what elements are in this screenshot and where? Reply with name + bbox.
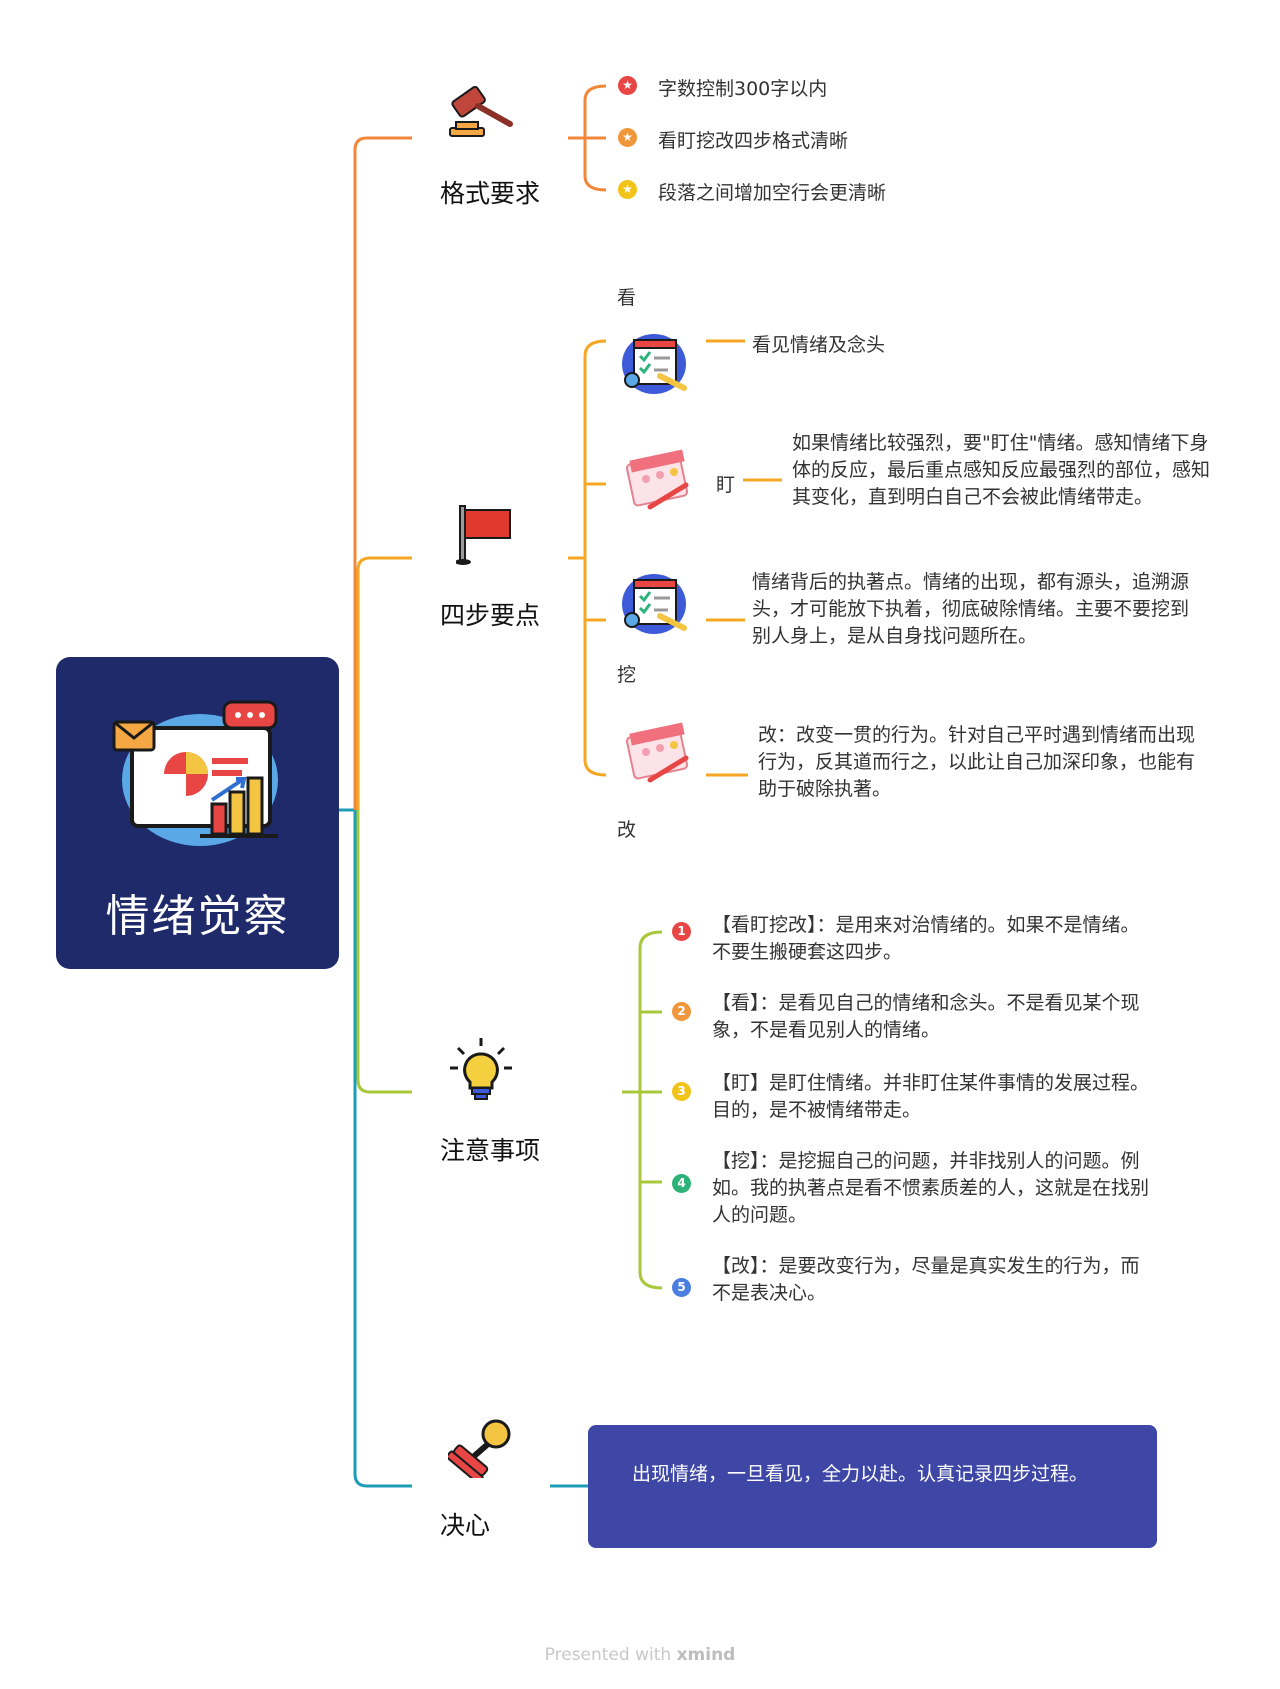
calendar-icon [625, 722, 689, 783]
checklist-icon [622, 574, 687, 634]
number-3-icon: 3 [672, 1082, 691, 1101]
step-label-gai: 改 [617, 819, 637, 841]
xmind-logo: xmind [676, 1645, 736, 1665]
red-flag-icon [456, 505, 511, 565]
number-5-icon: 5 [672, 1278, 691, 1297]
format-item-2[interactable]: 看盯挖改四步格式清晰 [658, 130, 849, 152]
stamp-icon [448, 1419, 511, 1478]
star-badge-yellow-icon: ★ [618, 180, 637, 199]
branch-label-format[interactable]: 格式要求 [440, 179, 541, 208]
step-text-gai[interactable]: 改：改变一贯的行为。针对自己平时遇到情绪而出现行为，反其道而行之，以此让自己加深… [758, 724, 1196, 800]
branch-label-steps[interactable]: 四步要点 [440, 601, 541, 630]
footer-prefix: Presented with [544, 1645, 677, 1665]
step-label-ding: 盯 [716, 474, 736, 496]
lightbulb-icon [450, 1038, 512, 1100]
calendar-icon [625, 449, 689, 510]
resolve-callout[interactable] [588, 1425, 1157, 1548]
checklist-icon [622, 334, 687, 394]
branch-label-resolve[interactable]: 决心 [440, 1511, 491, 1540]
root-title: 情绪觉察 [105, 891, 290, 942]
step-text-wa[interactable]: 情绪背后的执著点。情绪的出现，都有源头，追溯源头，才可能放下执着，彻底破除情绪。… [752, 571, 1190, 647]
step-text-kan[interactable]: 看见情绪及念头 [752, 334, 886, 356]
presented-with-footer: Presented with xmind [0, 1645, 1280, 1665]
number-1-icon: 1 [672, 922, 691, 941]
star-badge-orange-icon: ★ [618, 128, 637, 147]
note-item-2[interactable]: 【看】：是看见自己的情绪和念头。不是看见某个现象，不是看见别人的情绪。 [712, 992, 1140, 1041]
format-item-3[interactable]: 段落之间增加空行会更清晰 [658, 182, 887, 204]
branch-label-notes[interactable]: 注意事项 [440, 1136, 541, 1165]
star-badge-red-icon: ★ [618, 76, 637, 95]
number-2-icon: 2 [672, 1002, 691, 1021]
note-item-3[interactable]: 【盯】是盯住情绪。并非盯住某件事情的发展过程。目的，是不被情绪带走。 [712, 1072, 1150, 1121]
step-text-ding[interactable]: 如果情绪比较强烈，要"盯住"情绪。感知情绪下身体的反应，最后重点感知反应最强烈的… [792, 432, 1211, 508]
note-item-1[interactable]: 【看盯挖改】：是用来对治情绪的。如果不是情绪。不要生搬硬套这四步。 [712, 914, 1140, 963]
note-item-4[interactable]: 【挖】：是挖掘自己的问题，并非找别人的问题。例如。我的执著点是看不惯素质差的人，… [712, 1150, 1150, 1226]
number-4-icon: 4 [672, 1174, 691, 1193]
resolve-text: 出现情绪，一旦看见，全力以赴。认真记录四步过程。 [632, 1463, 1089, 1485]
step-label-kan: 看 [617, 287, 637, 309]
note-item-5[interactable]: 【改】：是要改变行为，尽量是真实发生的行为，而不是表决心。 [712, 1255, 1140, 1304]
presentation-chart-icon [112, 700, 278, 846]
step-label-wa: 挖 [617, 664, 637, 686]
gavel-icon [449, 85, 513, 137]
format-item-1[interactable]: 字数控制300字以内 [658, 78, 828, 100]
